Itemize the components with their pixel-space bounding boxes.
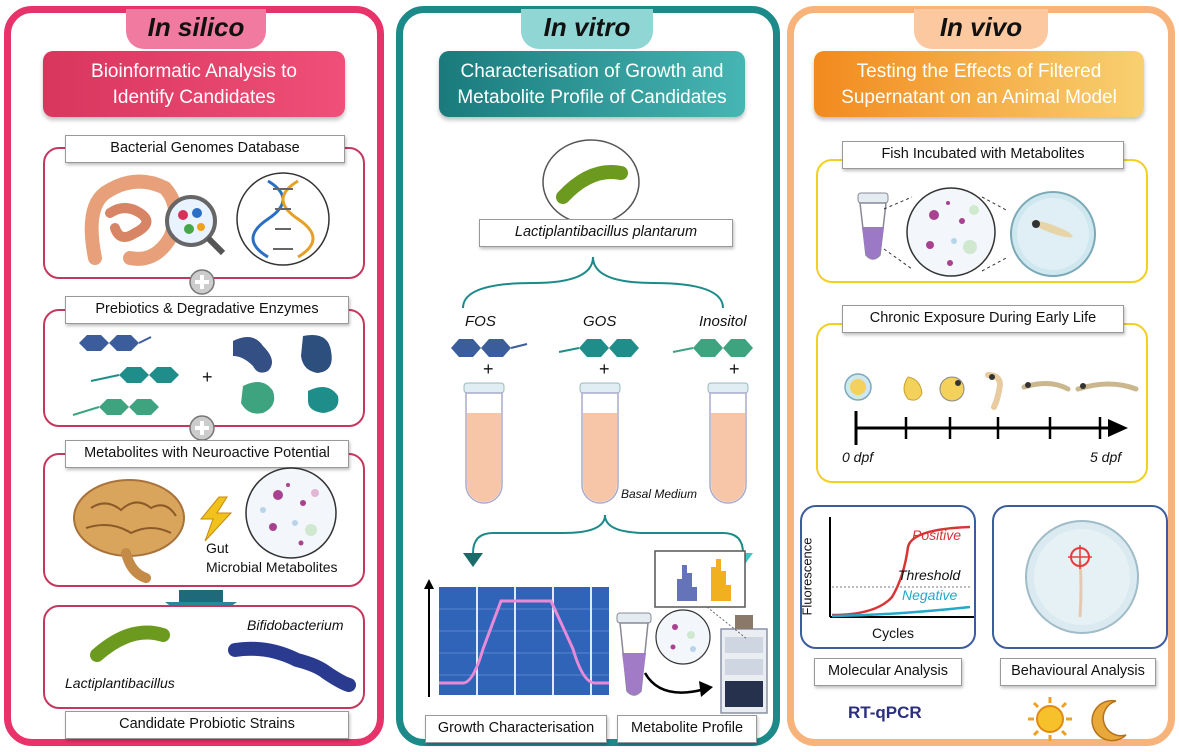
- substrate-inositol: Inositol: [699, 313, 747, 330]
- genomes-database-label: Bacterial Genomes Database: [65, 135, 345, 163]
- metabolite-circle-vivo-icon: [906, 187, 996, 277]
- pcr-threshold: Threshold: [898, 567, 961, 583]
- vitro-banner-line1: Characterisation of Growth and: [460, 61, 724, 82]
- petri-dish-icon: [1010, 191, 1096, 277]
- species-label: Lactiplantibacillus plantarum: [479, 219, 733, 247]
- lacti-label: Lactiplantibacillus: [65, 675, 175, 691]
- intestine-icon: [84, 174, 183, 266]
- bacterium-circle-icon: [542, 139, 640, 225]
- behaviour-dish-icon: [1025, 520, 1139, 634]
- vivo-banner: Testing the Effects of Filtered Supernat…: [814, 51, 1144, 117]
- growth-curve-chart: [424, 579, 609, 697]
- timeline-axis: [854, 411, 1128, 445]
- rtqpcr-label: RT-qPCR: [848, 703, 922, 722]
- timeline-end: 5 dpf: [1090, 449, 1122, 465]
- metabolites-label: Metabolites with Neuroactive Potential: [65, 440, 349, 468]
- growth-characterisation-label: Growth Characterisation: [425, 715, 607, 743]
- behavioural-analysis-label: Behavioural Analysis: [1000, 658, 1156, 686]
- dna-icon: [236, 172, 330, 266]
- vivo-banner-line2: Supernatant on an Animal Model: [841, 87, 1117, 108]
- silico-banner: Bioinformatic Analysis to Identify Candi…: [43, 51, 345, 117]
- metabolite-dish-icon: [655, 609, 711, 665]
- molecular-analysis-label: Molecular Analysis: [814, 658, 962, 686]
- fos-chain-icon: [451, 339, 528, 357]
- in-silico-panel: In silico Bioinformatic Analysis to Iden…: [4, 6, 384, 746]
- curved-arrow-icon: [643, 672, 713, 697]
- culture-tube-fos: [463, 382, 505, 504]
- vivo-banner-line1: Testing the Effects of Filtered: [856, 61, 1102, 82]
- connector-dashed: [883, 196, 1009, 272]
- vitro-banner: Characterisation of Growth and Metabolit…: [439, 51, 745, 117]
- in-vivo-title: In vivo: [914, 9, 1048, 49]
- in-vitro-panel: In vitro Characterisation of Growth and …: [396, 6, 780, 746]
- magnifier-icon: [165, 195, 226, 256]
- gos-chain-icon: [558, 339, 639, 357]
- inositol-plus: +: [729, 359, 740, 379]
- hplc-instrument-icon: [720, 615, 768, 714]
- plus-circle-icon: [189, 415, 215, 441]
- fos-plus: +: [483, 359, 494, 379]
- moon-icon: [1091, 699, 1127, 742]
- timeline-start: 0 dpf: [842, 449, 874, 465]
- substrate-fos: FOS: [465, 313, 496, 330]
- lactiplantibacillus-icon: [90, 625, 170, 662]
- metabolites-circle-icon: [245, 467, 337, 559]
- brain-icon: [73, 479, 185, 583]
- hplc-chromatogram-icon: [654, 550, 746, 608]
- gut-label-line2: Microbial Metabolites: [206, 559, 338, 575]
- pcr-positive: Positive: [912, 527, 962, 543]
- prebiotics-plus: +: [202, 367, 213, 387]
- development-stages-icon: [844, 372, 1139, 410]
- bifido-label: Bifidobacterium: [247, 617, 344, 633]
- oligosaccharide-chains-icon: [72, 335, 179, 416]
- vial-icon: [857, 192, 889, 260]
- pcr-negative: Negative: [902, 587, 958, 603]
- chronic-exposure-label: Chronic Exposure During Early Life: [842, 305, 1124, 333]
- culture-tube-gos: [579, 382, 621, 504]
- bifidobacterium-icon: [228, 641, 356, 692]
- prebiotics-label: Prebiotics & Degradative Enzymes: [65, 296, 349, 324]
- silico-banner-line2: Identify Candidates: [112, 87, 276, 108]
- sun-icon: [1028, 697, 1072, 741]
- gos-plus: +: [599, 359, 610, 379]
- in-vivo-panel: In vivo Testing the Effects of Filtered …: [787, 6, 1175, 746]
- pcr-ylabel: Fluorescence: [799, 537, 815, 616]
- in-silico-title: In silico: [126, 9, 266, 49]
- candidate-strains-label: Candidate Probiotic Strains: [65, 711, 349, 739]
- brace-lines: [462, 256, 724, 309]
- in-vitro-title: In vitro: [521, 9, 653, 49]
- enzymes-icon: [233, 335, 339, 414]
- pcr-curve-chart: [829, 517, 974, 618]
- lightning-icon: [199, 496, 233, 542]
- pcr-xlabel: Cycles: [872, 625, 915, 641]
- substrate-gos: GOS: [583, 313, 617, 330]
- basal-medium-label: Basal Medium: [621, 487, 698, 501]
- inositol-chain-icon: [672, 339, 753, 357]
- sample-tube-icon: [616, 612, 652, 696]
- silico-banner-line1: Bioinformatic Analysis to: [91, 61, 297, 82]
- vitro-banner-line2: Metabolite Profile of Candidates: [457, 87, 727, 108]
- metabolite-profile-label: Metabolite Profile: [617, 715, 757, 743]
- gut-label-line1: Gut: [206, 540, 229, 556]
- fish-incubation-label: Fish Incubated with Metabolites: [842, 141, 1124, 169]
- culture-tube-inositol: [707, 382, 749, 504]
- connector-dotted: [706, 606, 748, 640]
- plus-circle-icon: [189, 269, 215, 295]
